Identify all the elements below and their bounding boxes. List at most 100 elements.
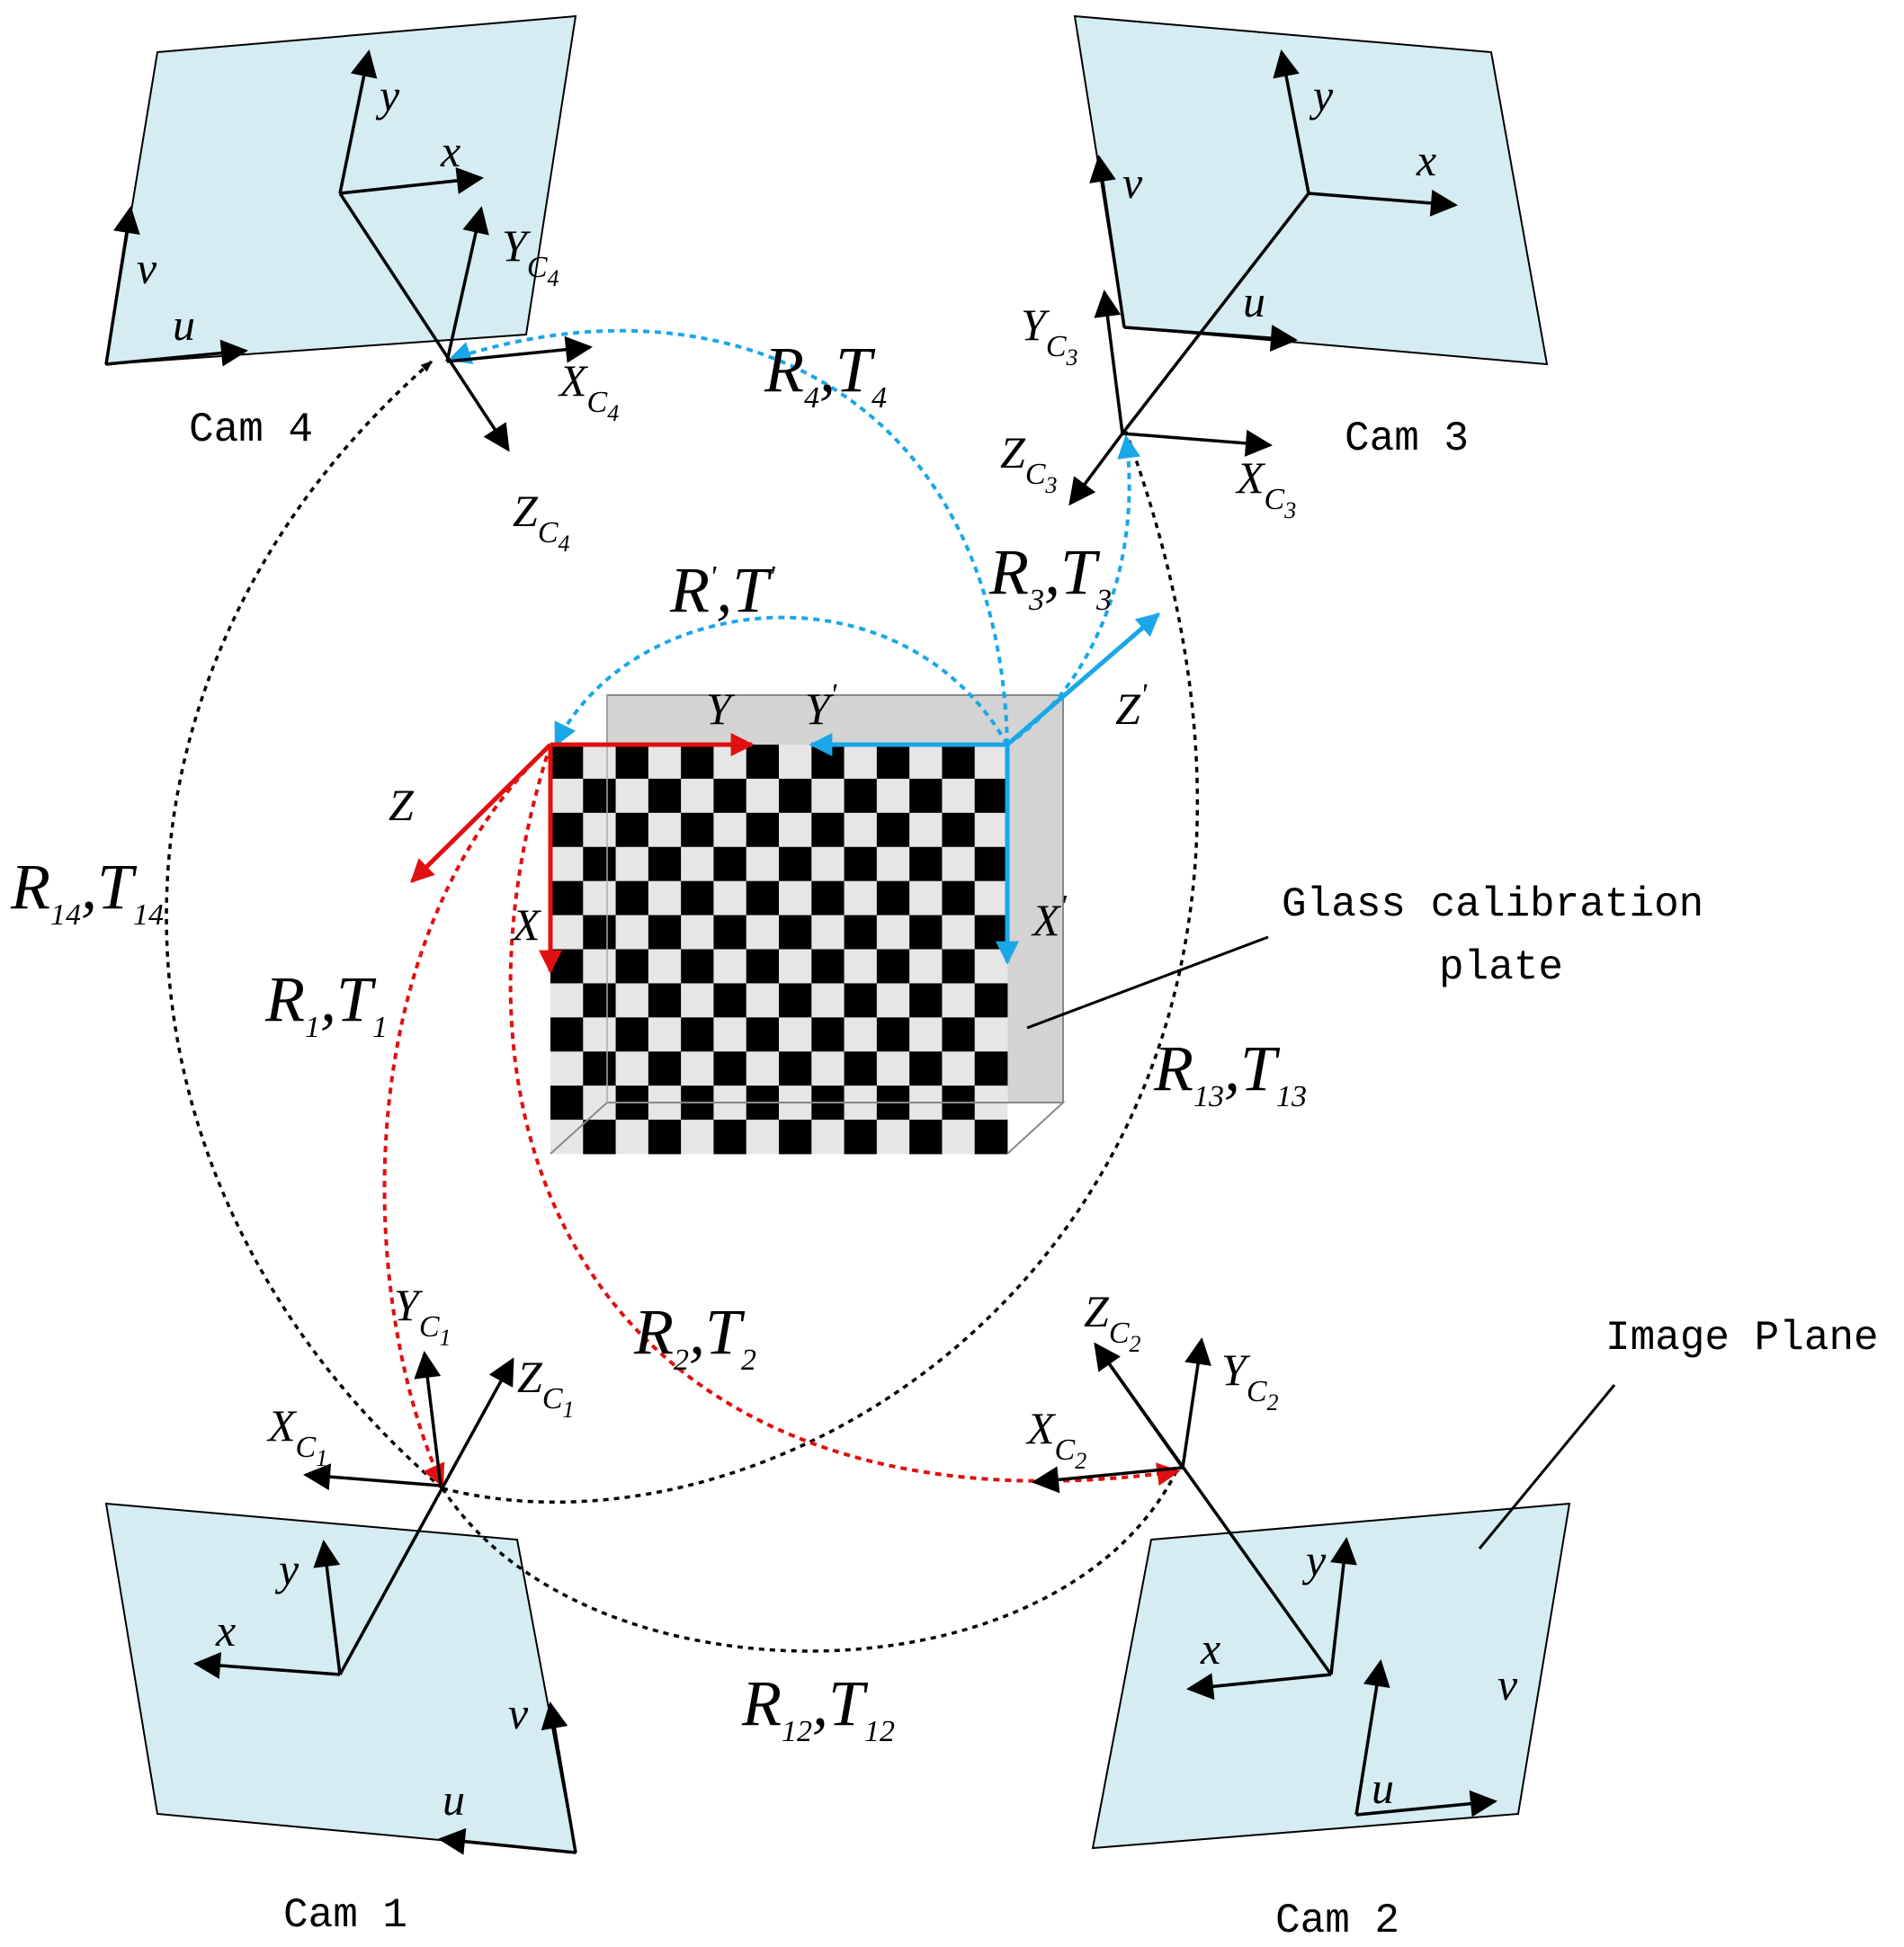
checker-square [974, 745, 1008, 780]
checker-square [942, 880, 976, 915]
checker-square [550, 915, 584, 950]
checker-square [811, 1120, 845, 1155]
checker-square [583, 1120, 616, 1155]
checker-square [583, 812, 616, 848]
checker-square [844, 778, 878, 814]
r12-t12-curve [441, 1467, 1180, 1653]
checker-square [942, 1017, 976, 1052]
checker-square [550, 778, 584, 814]
checker-square [942, 778, 976, 814]
plate-axis-labels: Y Z X Y' X' Z' [389, 678, 1148, 950]
checker-square [876, 949, 910, 984]
checker-square [713, 1051, 747, 1086]
checker-square [713, 846, 747, 882]
r14-t14-label: R14,T14 [10, 851, 164, 932]
checker-square [909, 983, 943, 1018]
cam1-label: Cam 1 [283, 1892, 407, 1939]
cam1-x-label: x [215, 1605, 236, 1656]
checker-square [583, 949, 616, 984]
checker-square [746, 745, 780, 780]
checker-square [909, 745, 943, 780]
image-plane-leader [1478, 1384, 1616, 1550]
r2-t2-label: R2,T2 [633, 1296, 756, 1377]
checker-square [779, 915, 812, 950]
checker-square [779, 745, 812, 780]
cam2-zc-label: ZC2 [1084, 1286, 1141, 1357]
checker-square [844, 812, 878, 848]
checker-square [713, 778, 747, 814]
checker-square [909, 949, 943, 984]
checker-square [681, 1017, 714, 1052]
checker-square [909, 846, 943, 882]
checker-square [974, 1120, 1008, 1155]
r14-t14-curve [165, 360, 444, 1490]
checker-square [844, 1051, 878, 1086]
checker-square [681, 880, 714, 915]
checker-square [974, 1017, 1008, 1052]
plate-z-axis [410, 743, 552, 883]
checker-square [942, 846, 976, 882]
checker-square [811, 1017, 845, 1052]
cam4-label: Cam 4 [189, 406, 313, 453]
checker-square [648, 1120, 682, 1155]
checker-square [615, 812, 649, 848]
cam2-v-label: v [1497, 1659, 1518, 1710]
checker-square [583, 915, 616, 950]
cam4-yc-label: YC4 [502, 220, 559, 291]
r4-t4-label: R4,T4 [764, 334, 887, 415]
checker-square [713, 745, 747, 780]
checker-square [713, 983, 747, 1018]
checker-square [681, 846, 714, 882]
checker-square [713, 812, 747, 848]
cam4-u-label: u [173, 299, 195, 350]
checker-square [746, 812, 780, 848]
checker-square [909, 1120, 943, 1155]
cam3-y-label: y [1309, 70, 1334, 121]
checker-square [876, 983, 910, 1018]
checker-square [648, 1051, 682, 1086]
cam1-zc-label: ZC1 [517, 1352, 575, 1423]
checker-square [681, 778, 714, 814]
checker-square [779, 983, 812, 1018]
checker-square [779, 880, 812, 915]
checker-square [876, 915, 910, 950]
checker-square [648, 880, 682, 915]
checker-square [746, 846, 780, 882]
checker-square [909, 1017, 943, 1052]
checker-square [811, 880, 845, 915]
cam3-axes [1068, 49, 1458, 506]
checker-square [844, 915, 878, 950]
checker-square [746, 949, 780, 984]
cam1-y-label: y [274, 1544, 299, 1594]
checker-square [681, 745, 714, 780]
checker-square [550, 745, 584, 780]
cam1-yc-label: YC1 [394, 1280, 451, 1351]
checker-square [583, 1017, 616, 1052]
cam3-yc-label: YC3 [1021, 299, 1078, 371]
cam2-label: Cam 2 [1275, 1898, 1399, 1944]
checker-square [974, 846, 1008, 882]
checkerboard [550, 745, 1008, 1155]
cam3-v-label: v [1122, 157, 1143, 208]
checker-square [648, 949, 682, 984]
cam2-axes [1032, 1337, 1497, 1817]
checker-square [681, 812, 714, 848]
cam2-yc-label: YC2 [1221, 1344, 1279, 1416]
checker-square [876, 880, 910, 915]
checker-square [681, 983, 714, 1018]
checker-square [583, 983, 616, 1018]
cam1-xc-label: XC1 [266, 1400, 327, 1471]
checker-square [615, 983, 649, 1018]
checker-square [974, 778, 1008, 814]
image-plane-label: Image Plane [1605, 1315, 1879, 1362]
checker-square [615, 1120, 649, 1155]
cam4-xc-label: XC4 [558, 355, 619, 426]
checker-square [876, 846, 910, 882]
checker-square [942, 812, 976, 848]
checker-square [713, 949, 747, 984]
checker-square [648, 915, 682, 950]
cam4-x-label: x [440, 126, 460, 176]
checker-square [909, 812, 943, 848]
checker-square [648, 812, 682, 848]
